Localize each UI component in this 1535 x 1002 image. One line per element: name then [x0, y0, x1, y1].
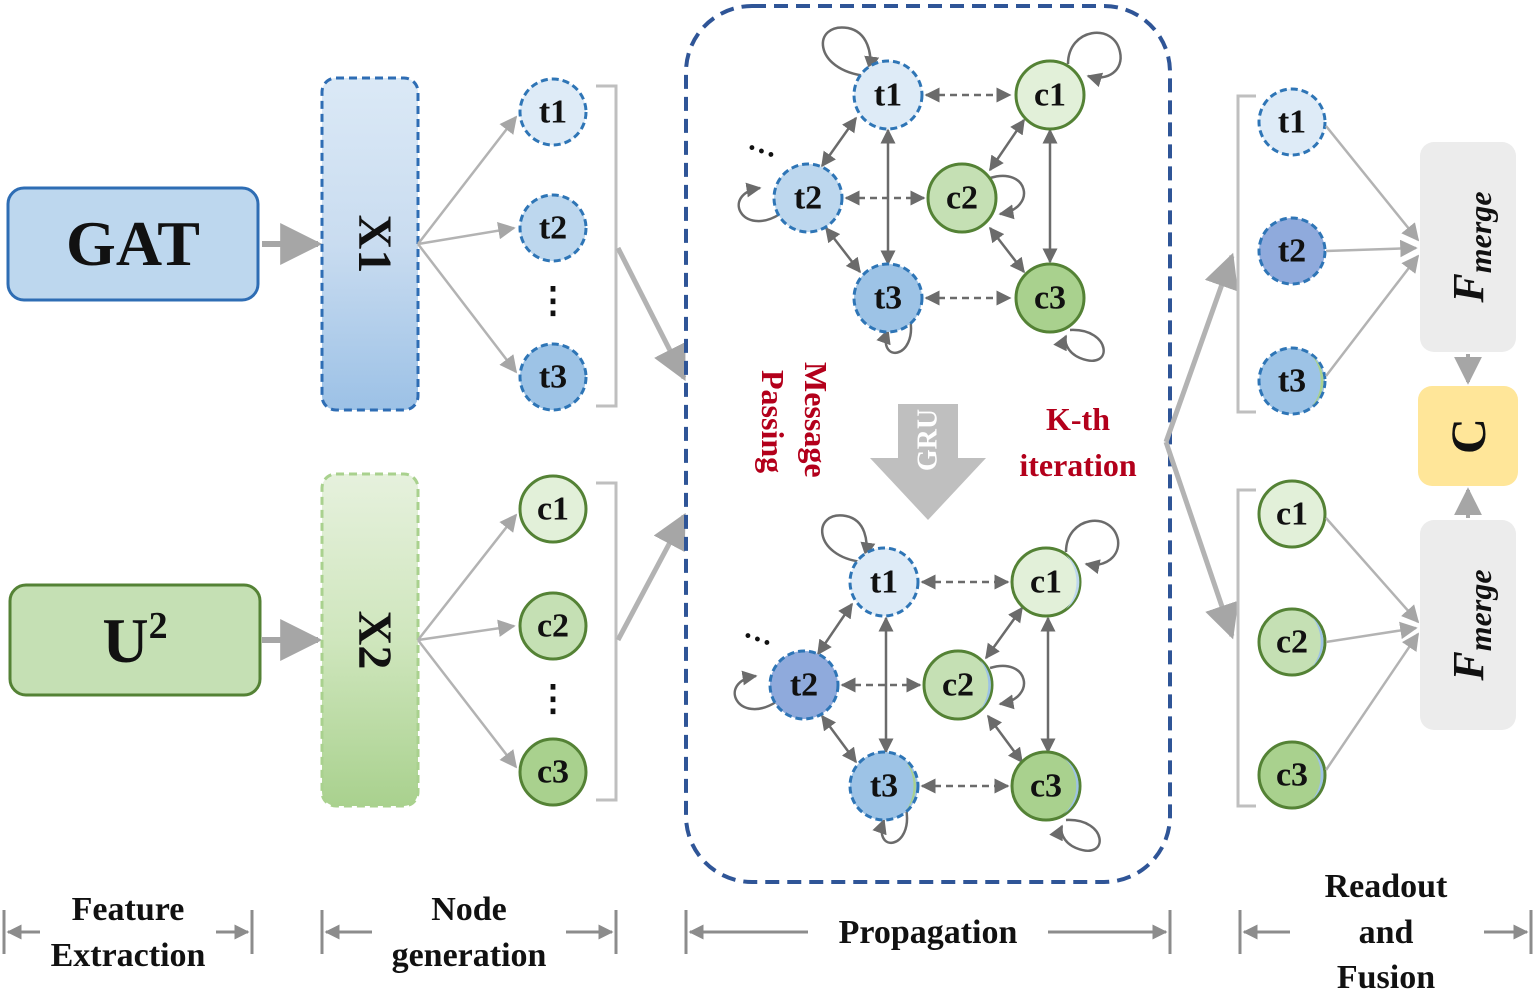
section-feature-line1: Feature	[72, 891, 185, 928]
x2-block: X2	[320, 472, 420, 808]
svg-text:c2: c2	[1276, 624, 1308, 661]
section-readout-line1: Readout	[1325, 868, 1448, 905]
svg-text:c1: c1	[1030, 564, 1062, 601]
x1-block: X1	[320, 76, 420, 412]
arrow-prop-to-readout-t	[1163, 252, 1238, 443]
readout-node-c3: c3	[1257, 740, 1327, 810]
message-passing-label: Message Passing	[755, 362, 834, 478]
arrow-t-to-propagation	[615, 246, 687, 382]
gru-label: GRU	[913, 409, 944, 471]
svg-text:t3: t3	[539, 359, 567, 396]
readout-node-t3: t3	[1257, 346, 1327, 416]
gen-node-t3: t3	[518, 342, 588, 412]
svg-text:c3: c3	[1034, 280, 1066, 317]
concat-box: C	[1418, 386, 1518, 486]
fmerge-top: Fmerge	[1420, 142, 1516, 352]
graph-upper: … t1 c1 t2 c2 t3 c3	[737, 26, 1122, 362]
gat-label: GAT	[66, 208, 200, 279]
svg-text:c3: c3	[1030, 768, 1062, 805]
bracket-gen-t	[596, 84, 618, 408]
concat-label: C	[1440, 418, 1496, 454]
svg-text:t3: t3	[874, 280, 902, 317]
gen-c-vdots: ⋮	[535, 678, 571, 718]
gen-node-c2: c2	[518, 591, 588, 661]
svg-text:t2: t2	[539, 210, 567, 247]
svg-text:t3: t3	[1278, 363, 1306, 400]
fmerge-bottom: Fmerge	[1420, 520, 1516, 730]
svg-text:c1: c1	[1034, 77, 1066, 114]
svg-text:Passing: Passing	[755, 370, 791, 473]
svg-text:Message: Message	[798, 362, 834, 478]
svg-text:c1: c1	[537, 491, 569, 528]
section-node-line2: generation	[392, 937, 547, 974]
svg-text:c2: c2	[946, 180, 978, 217]
svg-text:c2: c2	[537, 608, 569, 645]
svg-text:c3: c3	[537, 754, 569, 791]
svg-text:t1: t1	[870, 564, 898, 601]
readout-node-c2: c2	[1257, 607, 1327, 677]
svg-text:t1: t1	[1278, 104, 1306, 141]
graph-lower: … t1 c1 t2 c2 t3 c3	[733, 514, 1120, 852]
section-node-line1: Node	[431, 891, 507, 928]
readout-node-t2: t2	[1257, 216, 1327, 286]
svg-text:…: …	[744, 123, 783, 164]
bracket-readout-t	[1236, 94, 1256, 414]
bracket-readout-c	[1236, 488, 1256, 808]
gat-box: GAT	[6, 186, 260, 302]
gen-t-vdots: ⋮	[535, 280, 571, 320]
svg-text:Fmerge: Fmerge	[1444, 191, 1499, 303]
propagation-frame	[684, 4, 1172, 884]
bracket-gen-c	[596, 481, 618, 802]
svg-text:t2: t2	[1278, 233, 1306, 270]
arrow-prop-to-readout-c	[1163, 441, 1239, 640]
gen-node-t1: t1	[518, 77, 588, 147]
gen-node-t2: t2	[518, 193, 588, 263]
svg-text:Fmerge: Fmerge	[1444, 569, 1499, 681]
u2-box: U2	[8, 583, 262, 697]
svg-text:c2: c2	[942, 667, 974, 704]
readout-merge-arrows	[1324, 125, 1420, 771]
x2-label: X2	[348, 611, 401, 670]
readout-node-c1: c1	[1257, 479, 1327, 549]
x1-fanout-arrows	[417, 115, 518, 769]
x1-label: X1	[348, 215, 401, 274]
svg-text:t1: t1	[874, 77, 902, 114]
gen-node-c1: c1	[518, 474, 588, 544]
section-propagation: Propagation	[839, 914, 1018, 951]
section-readout-line2: and	[1359, 914, 1414, 951]
section-feature-line2: Extraction	[51, 937, 206, 974]
svg-text:c3: c3	[1276, 757, 1308, 794]
section-readout-line3: Fusion	[1337, 959, 1435, 996]
iteration-label: iteration	[1019, 447, 1137, 483]
readout-node-t1: t1	[1257, 87, 1327, 157]
svg-text:t2: t2	[790, 667, 818, 704]
svg-text:t1: t1	[539, 94, 567, 131]
svg-text:t2: t2	[794, 180, 822, 217]
arrow-c-to-propagation	[615, 512, 687, 642]
svg-text:…: …	[740, 611, 779, 652]
kth-label: K-th	[1046, 401, 1110, 437]
u2-label: U2	[102, 605, 167, 676]
svg-text:t3: t3	[870, 768, 898, 805]
gru-arrow: GRU	[870, 404, 986, 520]
gen-node-c3: c3	[518, 737, 588, 807]
svg-text:c1: c1	[1276, 496, 1308, 533]
